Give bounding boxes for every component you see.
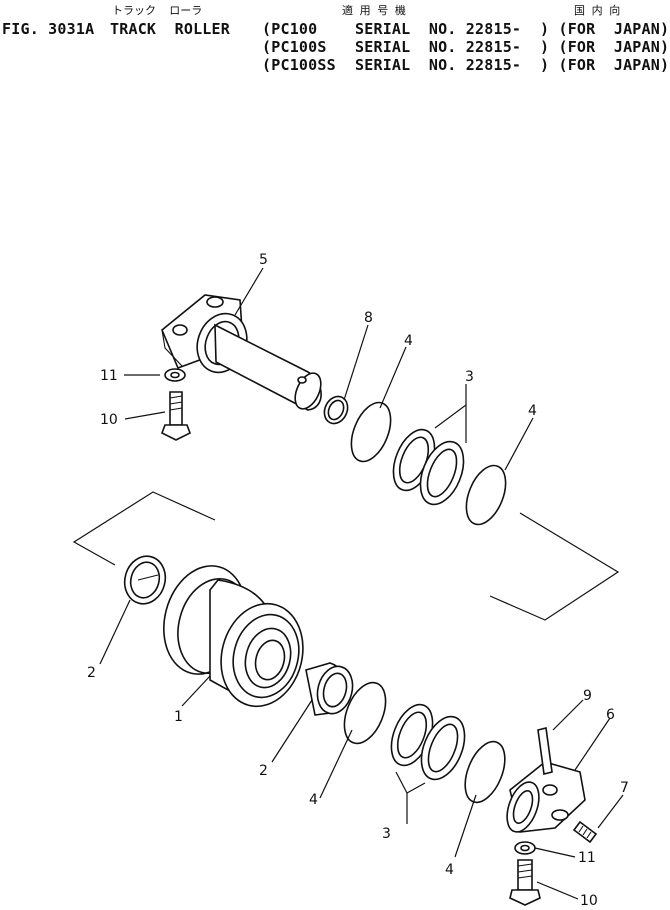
fig-number: FIG. 3031A [2, 20, 95, 38]
serial-line-1: SERIAL NO. 22815- [355, 20, 522, 38]
fig-title: TRACK ROLLER [110, 20, 230, 38]
o-ring-upper-left [350, 401, 392, 463]
callout-4-upper-left: 4 [404, 333, 413, 349]
region-line-2: ) (FOR JAPAN) [540, 38, 670, 56]
bolt-lower [509, 859, 541, 906]
callout-2-right: 2 [259, 763, 268, 779]
callout-4-lower-left: 4 [309, 792, 318, 808]
assembly-bracket-upper [72, 491, 620, 621]
shaft-collar-assembly [161, 294, 322, 411]
callout-9: 9 [583, 688, 592, 704]
callout-5: 5 [259, 252, 268, 268]
callout-4-upper-right: 4 [528, 403, 537, 419]
bolt-upper [160, 391, 192, 441]
bushing-left [123, 555, 167, 605]
pin [537, 727, 553, 775]
callout-2-left: 2 [87, 665, 96, 681]
callout-4-lower-right: 4 [445, 862, 454, 878]
serial-line-2: SERIAL NO. 22815- [355, 38, 522, 56]
washer-upper [164, 368, 186, 382]
region-line-1: ) (FOR JAPAN) [540, 20, 670, 38]
track-roller [163, 565, 304, 708]
floating-seal-upper [392, 428, 465, 506]
o-ring-upper-right [465, 464, 507, 526]
model-line-3: (PC100SS [262, 56, 336, 74]
collar-right [506, 761, 586, 833]
plug [572, 820, 598, 844]
callout-3-lower: 3 [382, 826, 391, 842]
o-ring-lower-left [343, 681, 387, 745]
region-line-3: ) (FOR JAPAN) [540, 56, 670, 74]
serial-line-3: SERIAL NO. 22815- [355, 56, 522, 74]
callout-11-upper: 11 [100, 368, 118, 384]
kana-model: 適 用 号 機 [342, 4, 406, 17]
washer-lower [514, 841, 536, 855]
callout-3-upper: 3 [465, 369, 474, 385]
o-ring-lower-right [464, 740, 506, 804]
kana-region: 国 内 向 [574, 4, 621, 17]
callout-10-upper: 10 [100, 412, 118, 428]
callout-6: 6 [606, 707, 615, 723]
callout-7: 7 [620, 780, 629, 796]
model-line-2: (PC100S [262, 38, 327, 56]
callout-11-lower: 11 [578, 850, 596, 866]
callout-8: 8 [364, 310, 373, 326]
leader-lines [99, 267, 624, 900]
kana-title: トラック ローラ [112, 4, 203, 17]
callout-10-lower: 10 [580, 893, 598, 909]
floating-seal-lower [390, 703, 466, 781]
figure-header: トラック ローラ 適 用 号 機 国 内 向 FIG. 3031A TRACK … [0, 0, 670, 80]
bushing-right [305, 662, 354, 716]
callout-1: 1 [174, 709, 183, 725]
model-line-1: (PC100 [262, 20, 318, 38]
small-o-ring [323, 395, 349, 425]
